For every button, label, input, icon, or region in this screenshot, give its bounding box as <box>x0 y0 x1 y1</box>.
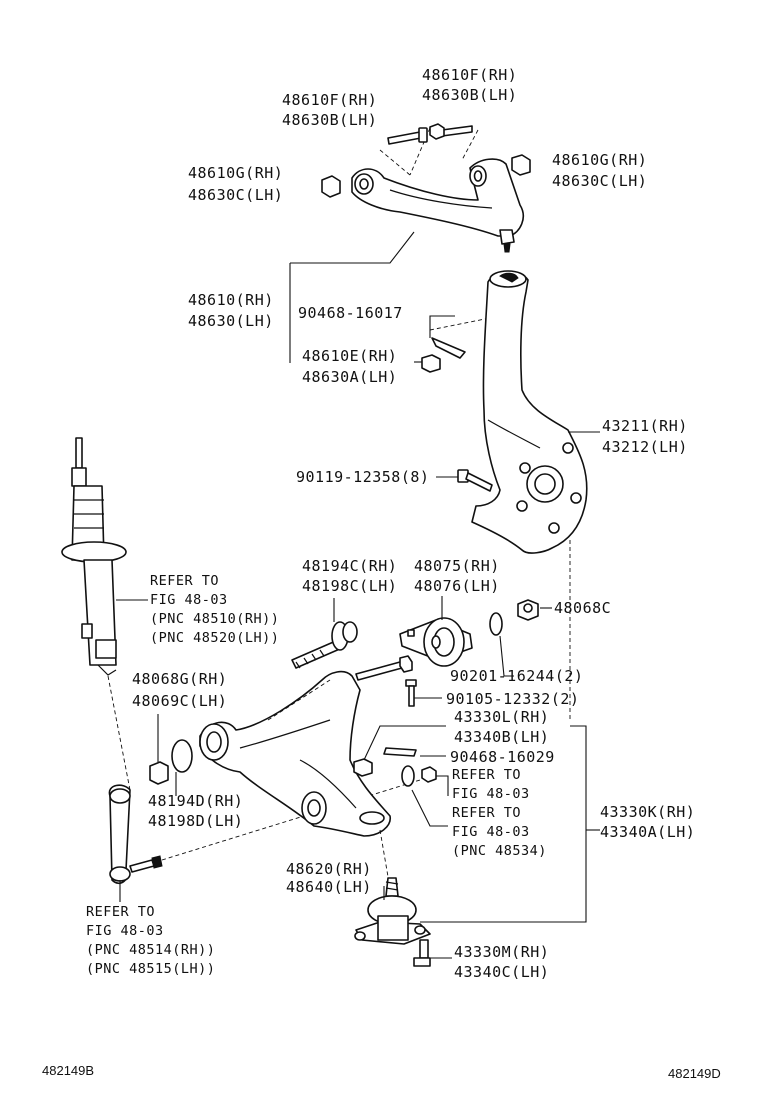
label-ball-joint-lh: 43340B(LH) <box>454 728 549 746</box>
label-upper-arm-rh: 48610(RH) <box>188 291 274 309</box>
ref-stab-line2: FIG 48-03 <box>86 923 164 939</box>
label-upper-nut-rh: 48610E(RH) <box>302 347 397 365</box>
label-pin-lower: 90468-16029 <box>450 748 555 766</box>
label-nut-48068g-lh: 48069C(LH) <box>132 692 227 710</box>
label-cam-plate-lh: 48198D(LH) <box>148 812 243 830</box>
label-upper-arm-lh: 48630(LH) <box>188 312 274 330</box>
label-bolt-top-lh: 48630B(LH) <box>422 86 517 104</box>
cam-bolt <box>291 621 358 669</box>
label-bolt-left-rh: 48610F(RH) <box>282 91 377 109</box>
nut-48068g <box>149 761 169 785</box>
cam-plate <box>171 739 193 773</box>
label-knuckle-rh: 43211(RH) <box>602 417 688 435</box>
small-nut <box>421 766 437 783</box>
code-left: 482149B <box>42 1063 94 1078</box>
label-nut-right-rh: 48610G(RH) <box>552 151 647 169</box>
ref-stab-line4: (PNC 48515(LH)) <box>86 961 215 977</box>
bushing-bolt <box>405 679 417 707</box>
lower-arm-bolt <box>355 661 403 681</box>
ref-link-line2: FIG 48-03 <box>452 824 530 840</box>
label-cam-bolt-lh: 48198C(LH) <box>302 577 397 595</box>
part-labels: 48610F(RH) 48630B(LH) 48610F(RH) 48630B(… <box>132 66 695 981</box>
knuckle-bolt <box>457 469 493 492</box>
label-ball-assy-rh: 43330K(RH) <box>600 803 695 821</box>
label-upper-nut-lh: 48630A(LH) <box>302 368 397 386</box>
label-ball-assy-lh: 43340A(LH) <box>600 823 695 841</box>
label-cam-plate-rh: 48194D(RH) <box>148 792 243 810</box>
lower-castle-nut <box>353 758 373 777</box>
ball-joint-bolt <box>413 939 431 967</box>
nut-left <box>321 175 341 198</box>
label-lower-arm-rh: 48620(RH) <box>286 860 372 878</box>
lower-cotter-pin <box>383 747 417 757</box>
ball-joint-assembly <box>354 877 431 945</box>
label-bushing-lh: 48076(LH) <box>414 577 500 595</box>
ref-link-line3: (PNC 48534) <box>452 843 547 859</box>
label-washer-bolt: 90201-16244(2) <box>450 667 583 685</box>
reference-notes: REFER TO FIG 48-03 (PNC 48510(RH)) (PNC … <box>86 573 547 977</box>
label-nut-left-lh: 48630C(LH) <box>188 186 283 204</box>
shock-absorber-strut <box>61 437 127 676</box>
nut-right <box>511 154 531 176</box>
label-bushing-rh: 48075(RH) <box>414 557 500 575</box>
upper-cotter-pin <box>431 337 466 359</box>
upper-bolt-left <box>387 127 428 145</box>
ref-link-line1: REFER TO <box>452 805 521 821</box>
ref-strut-line4: (PNC 48520(LH)) <box>150 630 279 646</box>
upper-bolt-right <box>429 123 473 140</box>
label-nut-right-lh: 48630C(LH) <box>552 172 647 190</box>
upper-castle-nut <box>421 354 441 373</box>
upper-control-arm <box>351 158 525 253</box>
label-lower-arm-lh: 48640(LH) <box>286 878 372 896</box>
label-bushing-bolt: 90105-12332(2) <box>446 690 579 708</box>
steering-knuckle <box>471 270 588 554</box>
ref-nut-line1: REFER TO <box>452 767 521 783</box>
label-ball-bolt-rh: 43330M(RH) <box>454 943 549 961</box>
label-knuckle-bolt: 90119-12358(8) <box>296 468 429 486</box>
label-nut-48068g-rh: 48068G(RH) <box>132 670 227 688</box>
code-right: 482149D <box>668 1066 721 1081</box>
label-knuckle-lh: 43212(LH) <box>602 438 688 456</box>
label-ball-bolt-lh: 43340C(LH) <box>454 963 549 981</box>
ref-strut-line2: FIG 48-03 <box>150 592 228 608</box>
label-nut-left-rh: 48610G(RH) <box>188 164 283 182</box>
ref-strut-line3: (PNC 48510(RH)) <box>150 611 279 627</box>
label-pin-upper: 90468-16017 <box>298 304 403 322</box>
stabilizer-link <box>108 784 163 885</box>
lower-control-arm <box>199 670 391 837</box>
label-bolt-top-rh: 48610F(RH) <box>422 66 517 84</box>
lower-bushing <box>399 617 473 667</box>
ref-stab-line1: REFER TO <box>86 904 155 920</box>
label-bolt-left-lh: 48630B(LH) <box>282 111 377 129</box>
label-ball-joint-rh: 43330L(RH) <box>454 708 549 726</box>
label-nut-48068c: 48068C <box>554 599 611 617</box>
ref-strut-line1: REFER TO <box>150 573 219 589</box>
ref-stab-line3: (PNC 48514(RH)) <box>86 942 215 958</box>
label-cam-bolt-rh: 48194C(RH) <box>302 557 397 575</box>
link-bushing <box>401 765 415 787</box>
washer <box>489 612 503 636</box>
ref-nut-line2: FIG 48-03 <box>452 786 530 802</box>
